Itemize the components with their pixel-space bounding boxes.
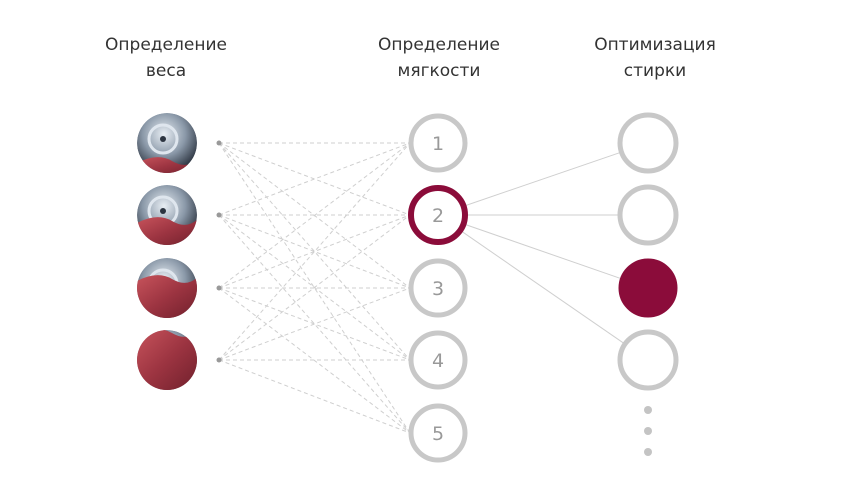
- heading-line: веса: [145, 61, 187, 81]
- heading-softness-detection: Определение мягкости: [339, 32, 539, 84]
- softness-label: 2: [432, 205, 444, 227]
- heading-line: Определение: [105, 35, 227, 55]
- wash-option-node: [617, 112, 679, 174]
- connection-weight-to-softness: [218, 214, 411, 289]
- connection-weight-to-softness: [218, 142, 411, 289]
- drum-paddle: [147, 123, 179, 155]
- connection-softness-to-wash: [463, 223, 622, 280]
- wash-option-selected: [618, 258, 678, 318]
- ellipsis-dot: [644, 427, 652, 435]
- connection-weight-to-softness: [218, 214, 411, 289]
- fabric-load: [137, 217, 197, 245]
- softness-node-1: [408, 113, 468, 173]
- connection-weight-to-softness: [218, 142, 411, 216]
- wash-option-node: [617, 329, 679, 391]
- softness-label: 1: [432, 133, 444, 155]
- softness-label: 5: [432, 423, 444, 445]
- connection-weight-to-softness: [218, 214, 411, 434]
- softness-node-2: [408, 185, 468, 245]
- fabric-load: [137, 275, 197, 318]
- drum-load-load-medium: [137, 185, 197, 245]
- softness-label: 4: [432, 350, 444, 372]
- connection-weight-to-softness: [218, 142, 411, 361]
- heading-wash-optimization: Оптимизация стирки: [555, 32, 755, 84]
- wash-option-node: [617, 184, 679, 246]
- drum-load-load-light: [137, 113, 197, 173]
- heading-line: стирки: [623, 61, 687, 81]
- drum-hub: [160, 208, 166, 214]
- drum-load-load-heavy: [137, 258, 197, 318]
- drum-hub: [160, 136, 166, 142]
- node-dot: [216, 357, 222, 363]
- connection-weight-to-softness: [218, 214, 411, 361]
- heading-line: Оптимизация: [594, 35, 716, 55]
- heading-weight-detection: Определение веса: [66, 32, 266, 84]
- node-dot: [216, 212, 222, 218]
- connection-weight-to-softness: [218, 287, 411, 434]
- heading-line: мягкости: [397, 61, 481, 81]
- ellipsis-dot: [644, 406, 652, 414]
- connection-weight-to-softness: [218, 287, 411, 361]
- connection-weight-to-softness: [218, 142, 411, 216]
- heading-line: Определение: [378, 35, 500, 55]
- drum-load-load-full: [137, 330, 197, 390]
- connection-softness-to-wash: [459, 229, 626, 345]
- fabric-load: [137, 330, 197, 390]
- softness-label: 3: [432, 278, 444, 300]
- connection-weight-to-softness: [218, 142, 411, 361]
- softness-node-5: [408, 403, 468, 463]
- connection-weight-to-softness: [218, 359, 411, 434]
- node-dot: [216, 285, 222, 291]
- node-dot: [216, 140, 222, 146]
- softness-node-3: [408, 258, 468, 318]
- softness-node-4: [408, 330, 468, 390]
- connection-weight-to-softness: [218, 287, 411, 361]
- connection-softness-to-wash: [463, 151, 622, 207]
- connection-weight-to-softness: [218, 142, 411, 434]
- ellipsis-dot: [644, 448, 652, 456]
